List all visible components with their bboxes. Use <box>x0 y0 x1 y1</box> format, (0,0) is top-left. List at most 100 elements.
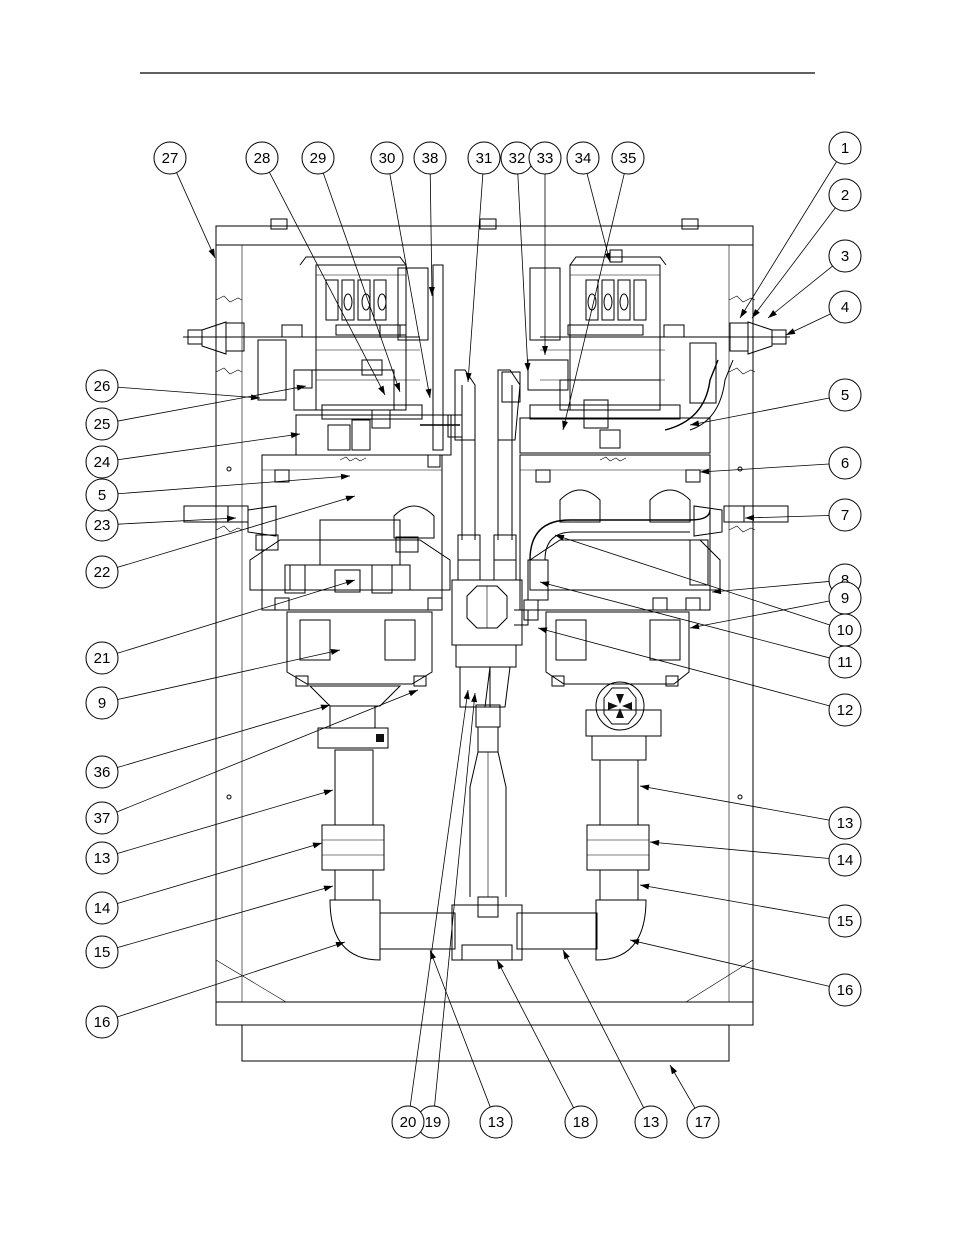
callout-label: 9 <box>98 695 106 712</box>
callout-17: 17 <box>669 1064 720 1139</box>
callout-1: 1 <box>739 131 862 319</box>
leader-line <box>689 397 830 426</box>
callout-circle <box>528 141 562 175</box>
leader-line <box>629 939 830 987</box>
callout-label: 13 <box>643 1114 660 1131</box>
callout-label: 25 <box>94 416 111 433</box>
callout-21: 21 <box>85 579 356 675</box>
callout-label: 2 <box>841 187 849 204</box>
callout-label: 35 <box>620 150 637 167</box>
leader-line <box>689 600 830 629</box>
arrowhead-icon <box>465 372 472 382</box>
arrowhead-icon <box>340 473 350 480</box>
callout-28: 28 <box>245 141 386 396</box>
callout-33: 33 <box>528 141 562 355</box>
callout-circle <box>153 141 187 175</box>
arrowhead-icon <box>740 308 748 318</box>
arrowhead-icon <box>670 1065 678 1075</box>
leader-line <box>429 949 491 1108</box>
arrowhead-icon <box>562 420 569 430</box>
callout-7: 7 <box>744 498 862 532</box>
callout-15: 15 <box>639 883 862 938</box>
callout-label: 37 <box>94 810 111 827</box>
callout-14: 14 <box>85 842 323 925</box>
callout-13: 13 <box>639 784 862 840</box>
callout-circle <box>85 755 119 789</box>
callout-38: 38 <box>413 141 447 297</box>
callout-circle <box>828 446 862 480</box>
callout-label: 3 <box>841 248 849 265</box>
arrowhead-icon <box>700 468 710 475</box>
callout-label: 5 <box>98 487 106 504</box>
leader-line <box>117 579 356 654</box>
callout-31: 31 <box>465 141 501 383</box>
callout-label: 1 <box>841 140 849 157</box>
callout-22: 22 <box>85 495 356 589</box>
leader-line <box>711 581 830 593</box>
callout-label: 13 <box>94 850 111 867</box>
callout-circle <box>391 1105 425 1139</box>
arrowhead-icon <box>630 939 640 945</box>
callout-label: 36 <box>94 764 111 781</box>
callout-30: 30 <box>370 141 432 399</box>
leader-line <box>117 385 307 422</box>
leader-line <box>116 689 419 813</box>
callout-26: 26 <box>85 369 261 403</box>
mounting-plates <box>261 454 711 611</box>
leader-line <box>767 265 833 319</box>
callout-label: 23 <box>94 517 111 534</box>
callout-label: 27 <box>162 150 179 167</box>
callout-20: 20 <box>391 689 470 1139</box>
leader-line <box>639 884 830 919</box>
callout-label: 6 <box>841 455 849 472</box>
callout-23: 23 <box>85 508 237 542</box>
callout-circle <box>566 141 600 175</box>
leader-line <box>389 173 431 399</box>
callout-circle <box>828 498 862 532</box>
discharge-piping <box>321 735 650 961</box>
arrowhead-icon <box>786 328 796 335</box>
arrowhead-icon <box>320 704 330 711</box>
callout-4: 4 <box>785 290 862 336</box>
leader-line <box>322 172 401 393</box>
callout-34: 34 <box>566 141 611 263</box>
callout-circle <box>85 445 119 479</box>
callout-circle <box>85 1005 119 1039</box>
leader-line <box>117 704 331 768</box>
leader-line <box>117 517 237 525</box>
callout-18: 18 <box>496 959 598 1139</box>
leader-line <box>537 627 830 707</box>
arrowhead-icon <box>290 432 300 439</box>
callout-label: 19 <box>425 1114 442 1131</box>
arrowhead-icon <box>208 248 215 258</box>
left-pump <box>183 505 451 749</box>
callout-label: 13 <box>837 815 854 832</box>
callout-label: 11 <box>837 654 853 671</box>
cabinet-frame <box>215 218 756 1062</box>
leader-line <box>539 581 830 659</box>
callout-circle <box>828 904 862 938</box>
leader-line <box>117 495 356 568</box>
arrowhead-icon <box>330 649 340 655</box>
leader-line <box>117 885 334 948</box>
arrowhead-icon <box>394 382 400 392</box>
right-pump <box>523 489 789 737</box>
callout-label: 38 <box>422 150 439 167</box>
callout-13: 13 <box>85 789 334 875</box>
callout-16: 16 <box>629 939 862 1007</box>
arrowhead-icon <box>428 286 435 296</box>
arrowhead-icon <box>690 623 700 630</box>
callout-circle <box>828 178 862 212</box>
callout-circle <box>85 369 119 403</box>
callout-label: 8 <box>841 572 849 589</box>
arrowhead-icon <box>226 515 236 522</box>
callout-11: 11 <box>539 581 862 679</box>
callout-37: 37 <box>85 689 419 835</box>
callout-36: 36 <box>85 704 331 789</box>
callout-label: 13 <box>488 1114 505 1131</box>
leader-line <box>739 161 837 319</box>
leader-line <box>496 959 574 1108</box>
callout-circle <box>828 131 862 165</box>
callout-label: 17 <box>695 1114 712 1131</box>
